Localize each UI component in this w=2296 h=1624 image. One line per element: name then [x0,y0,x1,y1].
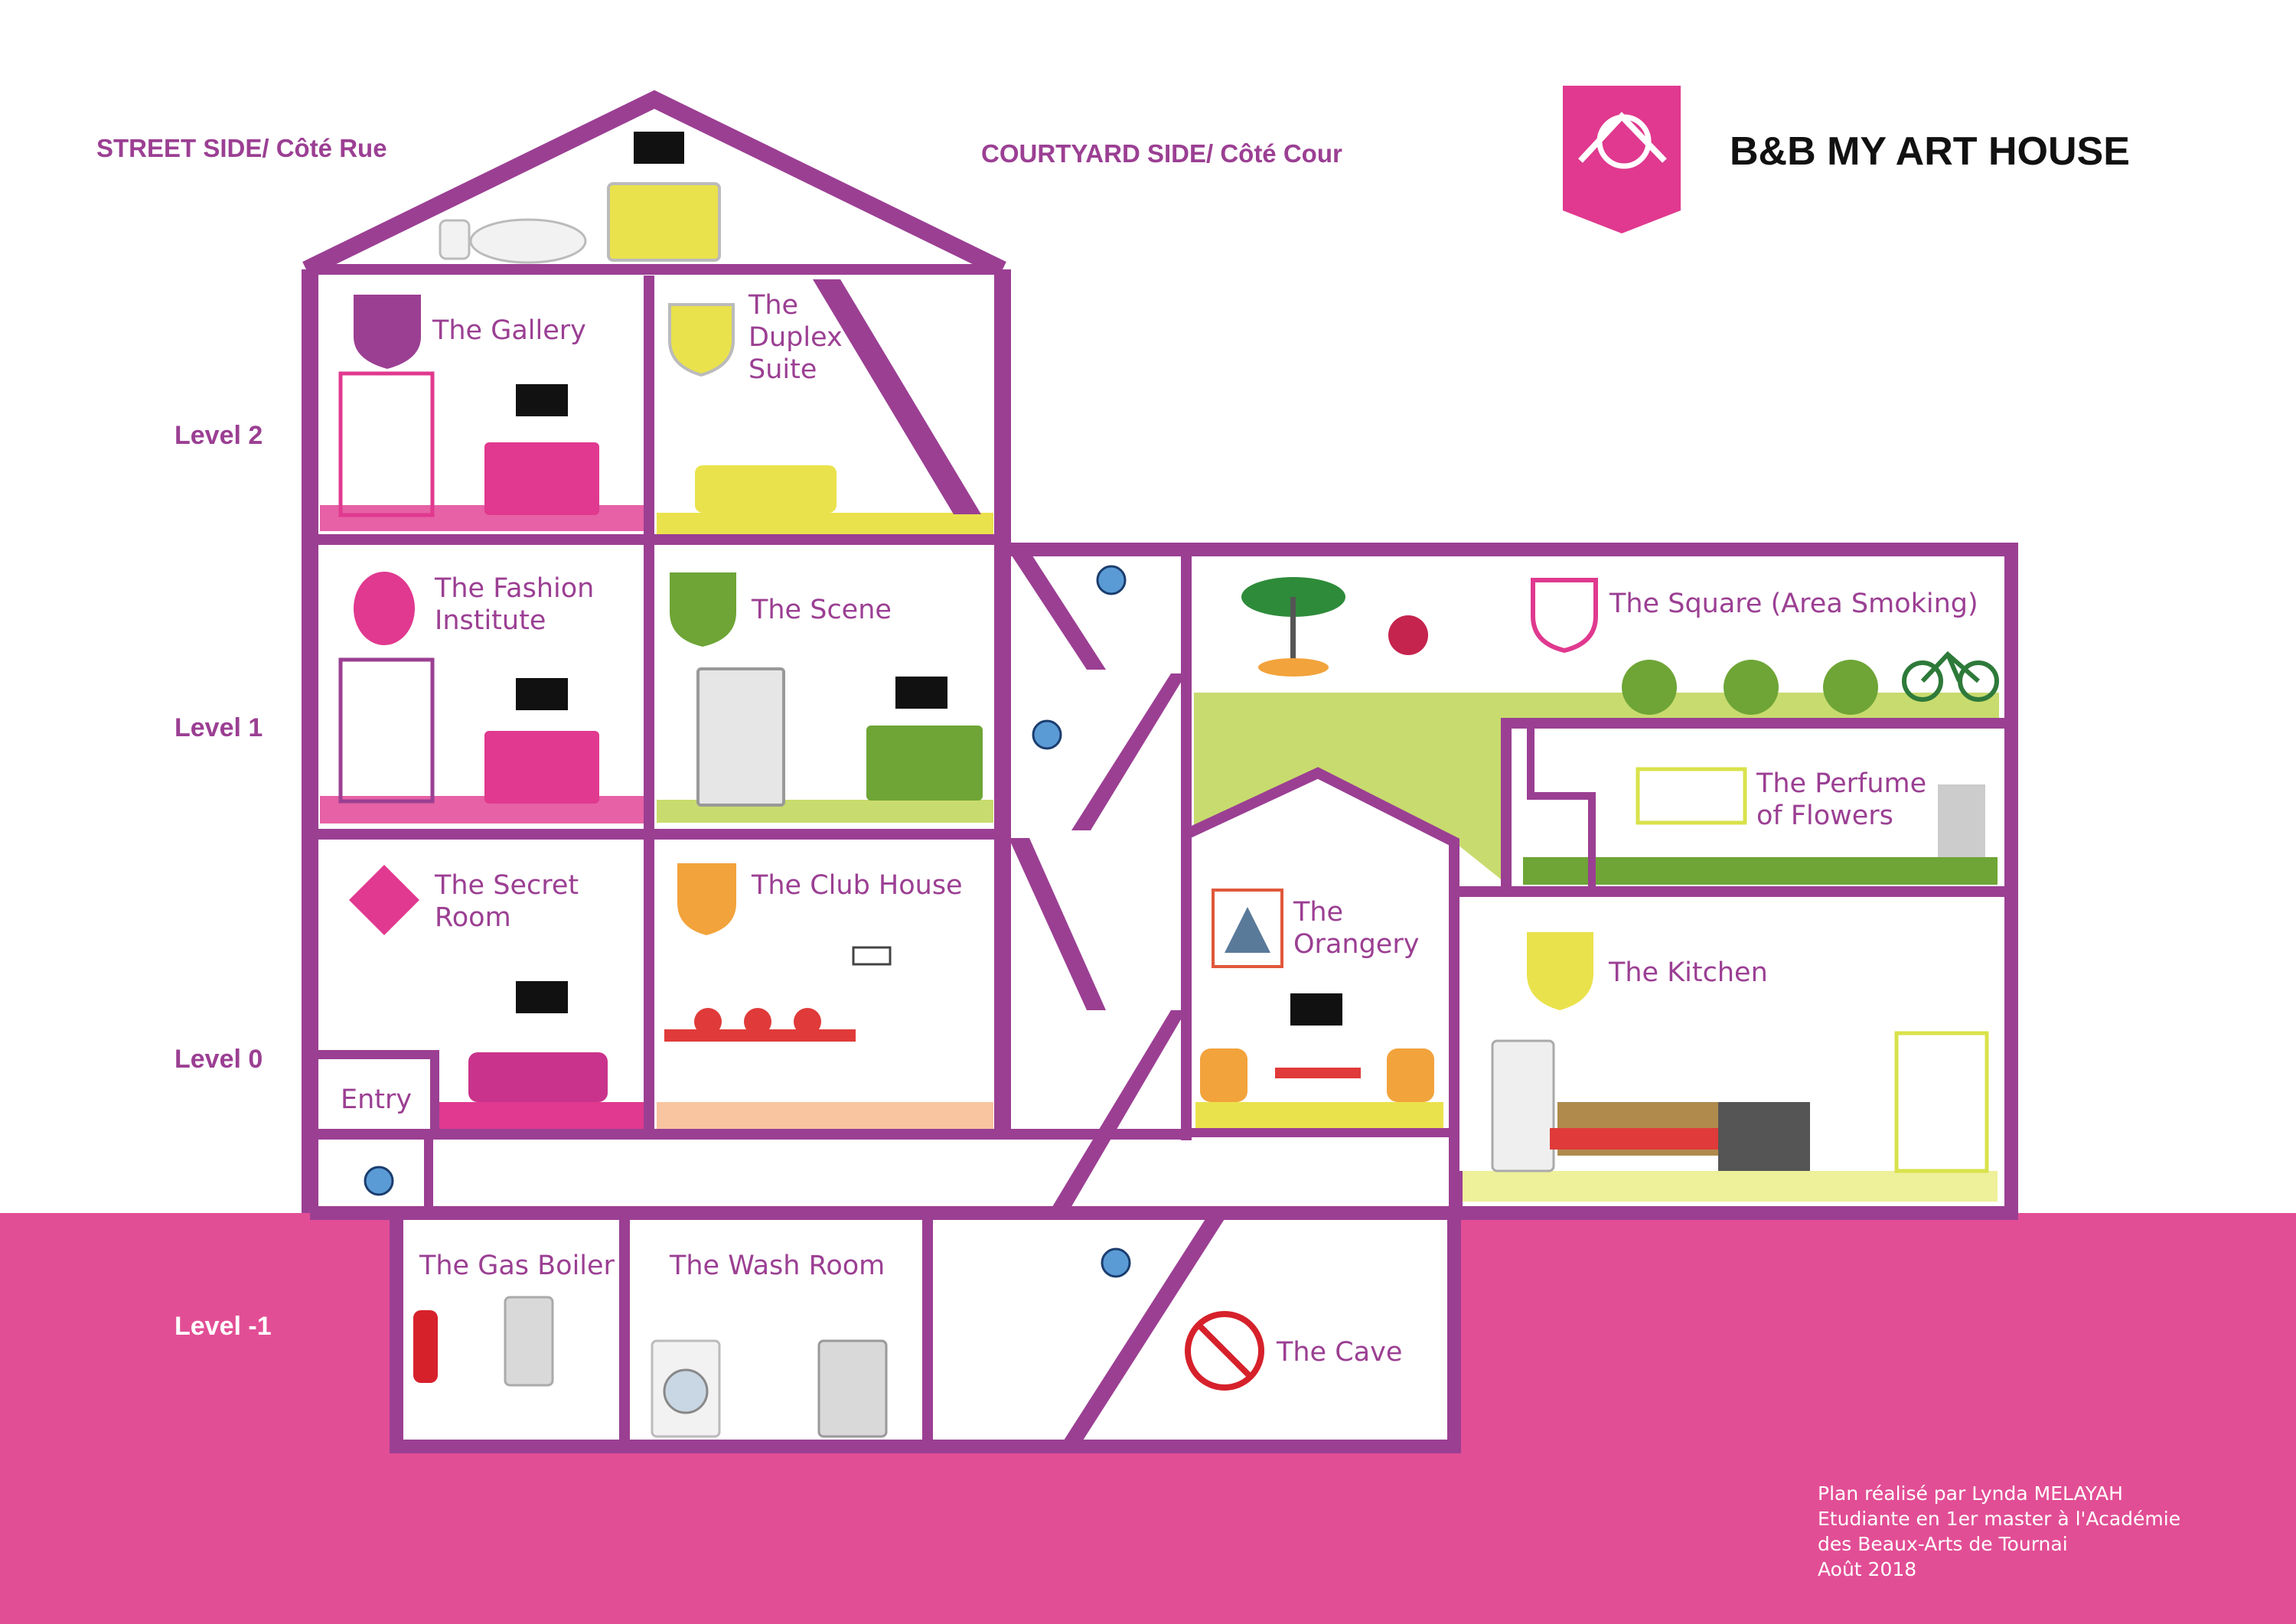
room-secret-1: The Secret [434,870,579,901]
room-fashion-2: Institute [435,605,546,636]
floor-kitchen [1462,1171,1998,1202]
room-perfume-1: The Perfume [1756,768,1926,799]
gas-boiler [504,1296,554,1387]
tv-fashion [516,678,568,710]
music-note-icon [1531,578,1598,654]
umbrella-pole [1290,597,1296,666]
room-orangery-2: Orangery [1293,929,1419,960]
pyramid-shape [1225,907,1270,953]
book-diamond-icon [349,865,419,935]
sofa-duplex [695,465,837,513]
level-0-label: Level 0 [174,1045,263,1074]
bed-scene [866,726,983,801]
bicycle-icon [1902,651,1999,702]
room-kitchen: The Kitchen [1608,957,1768,988]
bush-1 [1622,660,1677,715]
room-duplex-1: The [748,290,798,321]
electric-icon [1096,565,1127,595]
chair-club-3 [794,1008,821,1035]
armchair-orangery-left [1200,1048,1247,1102]
shield-duplex-icon [668,303,735,377]
tv-secret [516,981,568,1013]
bush-2 [1724,660,1779,715]
staircases [813,279,1228,1440]
toilet-attic [439,219,471,260]
credit-line-2: Etudiante en 1er master à l'Académie [1818,1508,2180,1530]
orangery-table [1275,1068,1361,1078]
fire-extinguisher [413,1310,438,1383]
washing-machine-drum [663,1368,709,1414]
room-wash-room: The Wash Room [669,1251,885,1281]
room-perfume-2: of Flowers [1756,801,1893,831]
courtyard-side-label: COURTYARD SIDE/ Côté Cour [981,139,1342,168]
no-entry-slash [1196,1322,1253,1379]
clapper-icon [670,572,736,647]
fridge [1491,1039,1555,1172]
floor-orangery [1195,1102,1443,1130]
shower-perfume [1938,784,1985,857]
tv-attic [634,132,684,164]
shower-fashion [338,657,435,804]
logo-palette [1596,114,1652,169]
tv-gallery [516,384,568,416]
room-clubhouse: The Club House [751,870,963,901]
room-secret-2: Room [435,902,511,933]
room-fashion-1: The Fashion [434,573,594,604]
level-minus-1-label: Level -1 [174,1312,272,1341]
floor-duplex [657,513,993,536]
room-gallery: The Gallery [432,315,586,346]
sofa-secret [468,1052,608,1102]
room-orangery-1: The [1293,897,1343,928]
room-square: The Square (Area Smoking) [1609,589,1978,619]
chair-club-2 [744,1008,771,1035]
level-2-label: Level 2 [174,421,263,450]
room-scene: The Scene [751,595,892,625]
projector [852,946,892,966]
electric-icon [364,1166,394,1196]
credit-line-3: des Beaux-Arts de Tournai [1818,1533,2068,1555]
perfume-painting [1636,767,1747,825]
shirt-shield-icon [677,863,736,935]
stove [1718,1102,1810,1171]
washroom-kitchen [1894,1031,1989,1173]
bathtub-attic [469,218,587,264]
mannequin-icon [354,572,415,645]
shower-gallery [338,371,435,517]
kitchen-table [1550,1128,1737,1150]
room-entry: Entry [341,1084,412,1115]
tv-scene [895,677,947,709]
floor-perfume [1523,857,1998,885]
room-cave: The Cave [1276,1337,1402,1368]
chef-hat-icon [1527,932,1593,1010]
bed-gallery [484,442,599,515]
brand-name: B&B MY ART HOUSE [1730,129,2130,174]
room-duplex-2: Duplex [748,322,843,353]
room-duplex-3: Suite [748,354,817,385]
credit-line-1: Plan réalisé par Lynda MELAYAH [1818,1482,2123,1505]
bed-fashion [484,731,599,804]
bush-3 [1823,660,1878,715]
courtyard-lawn [1194,693,1999,888]
street-side-label: STREET SIDE/ Côté Rue [96,134,387,162]
bed-attic [607,182,721,262]
tv-orangery [1290,993,1342,1026]
brush-shield-icon [354,295,421,369]
chair-club-1 [694,1008,722,1035]
floor-clubhouse [657,1102,993,1130]
room-gas-boiler: The Gas Boiler [419,1251,615,1281]
wardrobe-scene [696,667,785,807]
dryer [817,1339,888,1438]
armchair-orangery-right [1387,1048,1434,1102]
patio-table [1258,658,1329,677]
walls [302,90,2018,1453]
level-1-label: Level 1 [174,713,263,742]
electric-icon [1032,719,1062,750]
electric-icon [1101,1247,1131,1278]
art-house-logo [1563,86,1681,233]
credit-line-4: Août 2018 [1818,1558,1916,1580]
floor-secret [439,1102,647,1131]
bbq-grill [1388,615,1428,655]
